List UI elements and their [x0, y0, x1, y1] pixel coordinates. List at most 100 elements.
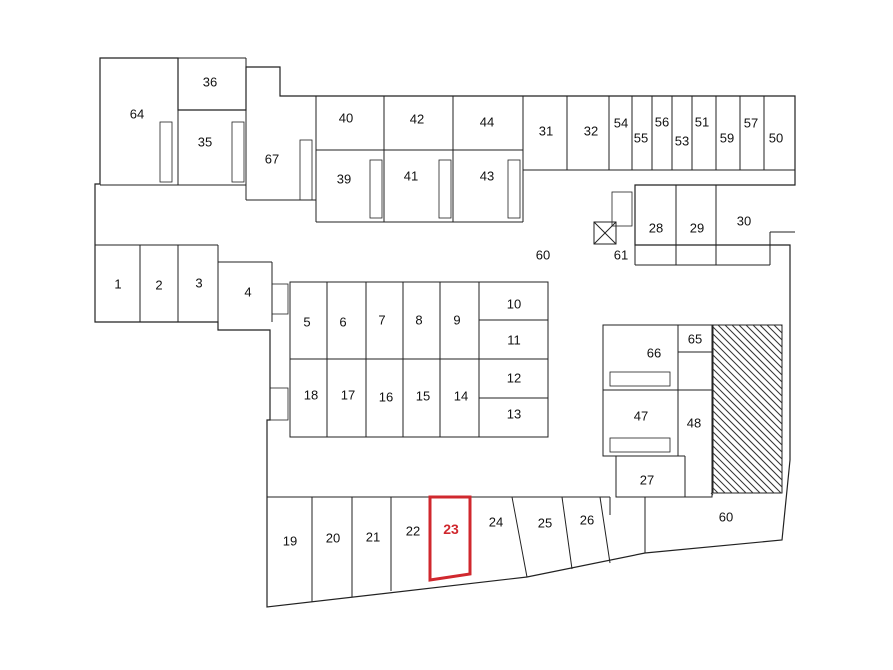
unit-label-24[interactable]: 24: [489, 515, 503, 530]
hatch-line: [745, 324, 783, 362]
unit-label-57[interactable]: 57: [744, 116, 758, 131]
hatch-line: [712, 438, 768, 494]
unit-label-42[interactable]: 42: [410, 112, 424, 127]
hatch-line: [712, 347, 783, 418]
unit-label-15[interactable]: 15: [416, 389, 430, 404]
unit-label-17[interactable]: 17: [341, 388, 355, 403]
hatch-line: [712, 473, 733, 494]
unit-label-4[interactable]: 4: [244, 285, 251, 300]
unit-label-40[interactable]: 40: [339, 111, 353, 126]
unit-label-51[interactable]: 51: [695, 115, 709, 130]
unit-label-32[interactable]: 32: [584, 124, 598, 139]
unit-label-23[interactable]: 23: [443, 521, 459, 537]
unit-label-11[interactable]: 11: [507, 333, 521, 348]
hatch-line: [712, 431, 775, 494]
hatch-line: [738, 324, 783, 369]
block-central: [289, 281, 549, 438]
unit-label-5[interactable]: 5: [303, 315, 310, 330]
hatch-line: [712, 417, 783, 488]
unit-label-50[interactable]: 50: [769, 131, 783, 146]
unit-label-64[interactable]: 64: [130, 107, 144, 122]
hatch-line: [712, 424, 782, 494]
unit-label-14[interactable]: 14: [454, 389, 468, 404]
unit-label-29[interactable]: 29: [690, 221, 704, 236]
hatch-line: [712, 403, 783, 474]
hatch-line: [759, 324, 783, 348]
hatch-line: [724, 324, 783, 383]
unit-label-54[interactable]: 54: [614, 116, 628, 131]
unit-label-41[interactable]: 41: [404, 169, 418, 184]
ramp-hatch: [710, 324, 783, 496]
hatch-line: [712, 368, 783, 439]
unit-label-47[interactable]: 47: [634, 409, 648, 424]
outer-walls: [94, 57, 796, 608]
unit-label-60-bottom[interactable]: 60: [719, 510, 733, 525]
unit-label-65[interactable]: 65: [688, 332, 702, 347]
unit-label-9[interactable]: 9: [453, 313, 460, 328]
highlight-outline-unit-23: [428, 495, 472, 582]
unit-label-22[interactable]: 22: [406, 524, 420, 539]
unit-label-27[interactable]: 27: [640, 473, 654, 488]
unit-label-18[interactable]: 18: [304, 388, 318, 403]
hatch-line: [712, 452, 754, 494]
unit-label-10[interactable]: 10: [507, 297, 521, 312]
hatch-line: [773, 324, 783, 334]
hatch-line: [712, 445, 761, 494]
hatch-line: [752, 324, 783, 355]
stairs: [159, 121, 671, 453]
unit-label-67[interactable]: 67: [265, 152, 279, 167]
hatch-line: [717, 324, 783, 390]
hatch-line: [766, 324, 783, 341]
unit-label-25[interactable]: 25: [538, 516, 552, 531]
unit-label-44[interactable]: 44: [480, 115, 494, 130]
block-top-row: [316, 96, 795, 223]
unit-label-60-top[interactable]: 60: [536, 248, 550, 263]
hatch-line: [712, 382, 783, 453]
unit-label-6[interactable]: 6: [339, 315, 346, 330]
unit-label-2[interactable]: 2: [155, 278, 162, 293]
hatch-line: [712, 375, 783, 446]
unit-label-66[interactable]: 66: [647, 346, 661, 361]
unit-label-35[interactable]: 35: [198, 135, 212, 150]
unit-label-48[interactable]: 48: [687, 416, 701, 431]
unit-label-43[interactable]: 43: [480, 169, 494, 184]
unit-labels: 64 36 35 67 40 42 44 39 41 43 31 32 54 5…: [114, 75, 783, 549]
unit-label-3[interactable]: 3: [195, 276, 202, 291]
hatch-line: [780, 324, 783, 327]
hatch-line: [712, 333, 783, 404]
block-right-middle: [602, 324, 783, 498]
unit-label-59[interactable]: 59: [720, 131, 734, 146]
hatch-line: [712, 340, 783, 411]
hatch-line: [710, 492, 714, 496]
unit-label-28[interactable]: 28: [649, 221, 663, 236]
unit-label-8[interactable]: 8: [415, 313, 422, 328]
hatch-line: [712, 487, 719, 494]
hatch-line: [712, 466, 740, 494]
unit-label-21[interactable]: 21: [366, 530, 380, 545]
unit-label-31[interactable]: 31: [539, 124, 553, 139]
unit-label-1[interactable]: 1: [114, 277, 121, 292]
unit-label-30[interactable]: 30: [737, 214, 751, 229]
unit-label-20[interactable]: 20: [326, 531, 340, 546]
hatch-line: [712, 396, 783, 467]
unit-label-56[interactable]: 56: [655, 115, 669, 130]
unit-label-55[interactable]: 55: [634, 131, 648, 146]
unit-label-12[interactable]: 12: [507, 371, 521, 386]
unit-label-13[interactable]: 13: [507, 407, 521, 422]
unit-label-36[interactable]: 36: [203, 75, 217, 90]
block-top-left: [100, 57, 317, 222]
unit-label-7[interactable]: 7: [378, 313, 385, 328]
unit-label-61[interactable]: 61: [614, 248, 628, 263]
hatch-line: [712, 354, 783, 425]
unit-label-26[interactable]: 26: [580, 513, 594, 528]
unit-label-19[interactable]: 19: [283, 534, 297, 549]
unit-label-53[interactable]: 53: [675, 134, 689, 149]
hatch-line: [712, 361, 783, 432]
unit-label-39[interactable]: 39: [337, 172, 351, 187]
hatch-line: [712, 410, 783, 481]
hatch-line: [712, 389, 783, 460]
hatch-line: [712, 480, 726, 494]
hatch-line: [712, 326, 783, 397]
unit-label-16[interactable]: 16: [379, 390, 393, 405]
